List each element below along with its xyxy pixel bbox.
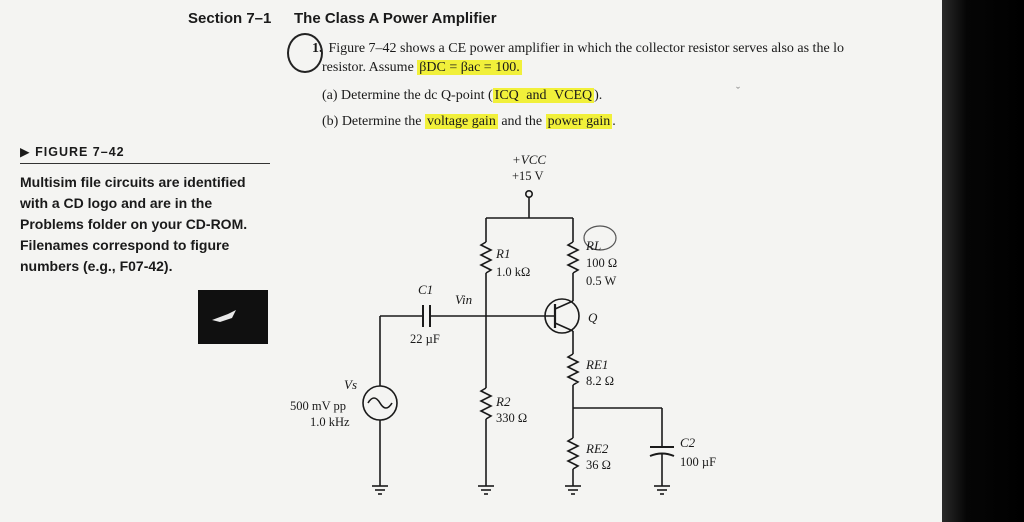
problem-statement-line2: resistor. Assume βDC = βac = 100. — [322, 60, 522, 76]
problem-number: 1. — [312, 41, 323, 56]
part-b-suffix: . — [612, 114, 616, 129]
vcc-label: +VCC — [512, 152, 546, 167]
vs-label: Vs — [344, 377, 357, 392]
q-label: Q — [588, 310, 598, 325]
r1-resistor — [479, 241, 493, 274]
r1-value: 1.0 kΩ — [496, 265, 530, 279]
rl-resistor — [566, 241, 580, 274]
vceq-highlight: VCEQ — [552, 88, 595, 103]
power-gain-highlight: power gain — [545, 114, 613, 129]
page-edge-shadow — [942, 0, 1024, 522]
r2-label: R2 — [495, 394, 511, 409]
ground-symbols — [372, 485, 670, 495]
voltage-gain-highlight: voltage gain — [425, 114, 498, 129]
vin-label: Vin — [455, 292, 472, 307]
rl-value: 100 Ω — [586, 256, 617, 270]
icq-highlight: ICQ — [492, 88, 521, 103]
re1-label: RE1 — [585, 357, 608, 372]
part-b-prefix: (b) Determine the — [322, 114, 426, 129]
vcc-value: +15 V — [512, 169, 543, 183]
part-a-suffix: ). — [594, 88, 603, 103]
part-b: (b) Determine the voltage gain and the p… — [322, 114, 616, 130]
figure-divider — [20, 163, 270, 164]
problem-text-line1: Figure 7–42 shows a CE power amplifier i… — [328, 41, 845, 56]
c1-value: 22 µF — [410, 332, 440, 346]
re2-value: 36 Ω — [586, 458, 611, 472]
part-a-prefix: (a) Determine the dc Q-point ( — [322, 88, 493, 103]
r2-resistor — [479, 387, 493, 420]
rl-power: 0.5 W — [586, 274, 617, 288]
handwritten-circle-mark — [287, 33, 323, 73]
problem-statement-line1: 1. Figure 7–42 shows a CE power amplifier… — [312, 41, 844, 57]
problem-text-line2: resistor. Assume — [322, 60, 418, 75]
section-title: The Class A Power Amplifier — [294, 10, 497, 27]
c2-label: C2 — [680, 435, 696, 450]
r1-label: R1 — [495, 246, 510, 261]
c2-value: 100 µF — [680, 455, 716, 469]
rl-label: RL — [585, 238, 601, 253]
section-label: Section 7–1 — [188, 10, 272, 27]
vs-frequency: 1.0 kHz — [310, 415, 350, 429]
part-a: (a) Determine the dc Q-point (ICQ and VC… — [322, 88, 602, 104]
c1-label: C1 — [418, 282, 433, 297]
figure-arrow-icon: ▶ — [20, 145, 31, 159]
vcc-terminal — [524, 190, 533, 199]
r2-value: 330 Ω — [496, 411, 527, 425]
re2-resistor — [566, 437, 580, 470]
figure-caption: Multisim file circuits are identified wi… — [20, 174, 248, 274]
beta-assumption-highlight: βDC = βac = 100. — [417, 60, 522, 75]
part-b-mid: and the — [497, 114, 546, 129]
re1-value: 8.2 Ω — [586, 374, 614, 388]
re2-label: RE2 — [585, 441, 609, 456]
cd-logo-icon — [198, 290, 268, 344]
figure-label-text: FIGURE 7–42 — [35, 145, 125, 159]
stray-mark: ˇ — [736, 84, 740, 98]
re1-resistor — [566, 353, 580, 386]
vs-amplitude: 500 mV pp — [290, 399, 346, 413]
figure-label: ▶ FIGURE 7–42 — [20, 144, 125, 159]
part-a-and: and — [520, 88, 552, 103]
